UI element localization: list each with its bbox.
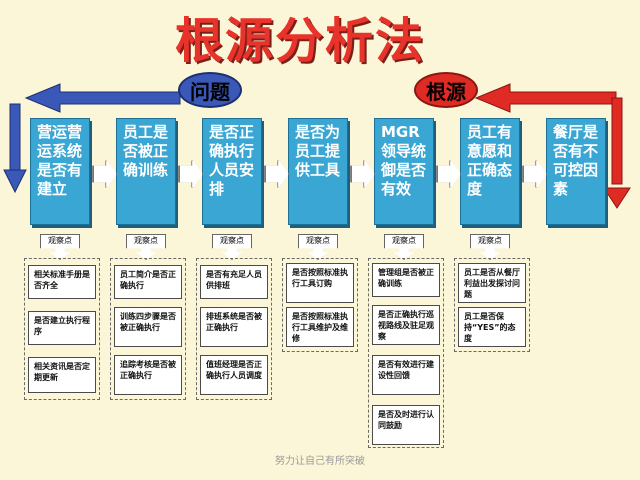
step-6: 员工有意愿和正确态度	[460, 118, 520, 225]
detail-box: 是否按照标准执行工具订购	[286, 263, 354, 303]
detail-box: 相关资讯是否定期更新	[28, 357, 96, 393]
detail-box: 是否及时进行认同鼓励	[372, 405, 440, 445]
step-4: 是否为员工提供工具	[288, 118, 348, 225]
detail-column-4: 是否按照标准执行工具订购 是否按照标准执行工具维护及维修	[282, 258, 358, 352]
detail-box: 是否有充足人员供排班	[200, 265, 268, 299]
detail-box: 排班系统是否被正确执行	[200, 307, 268, 347]
detail-box: 员工简介是否正确执行	[114, 265, 182, 299]
detail-box: 相关标准手册是否齐全	[28, 265, 96, 299]
detail-column-2: 员工简介是否正确执行 训练四步骤是否被正确执行 追踪考核是否被正确执行	[110, 258, 186, 400]
detail-box: 追踪考核是否被正确执行	[114, 355, 182, 395]
problem-down-arrow	[3, 169, 27, 194]
problem-down-bar	[9, 103, 21, 175]
problem-arrow	[24, 83, 181, 113]
detail-box: 训练四步骤是否被正确执行	[114, 307, 182, 347]
step-7: 餐厅是否有不可控因素	[546, 118, 606, 225]
root-arrow	[474, 83, 617, 113]
step-1: 营运营运系统是否有建立	[30, 118, 90, 225]
detail-column-1: 相关标准手册是否齐全 是否建立执行程序 相关资讯是否定期更新	[24, 258, 100, 400]
step-5: MGR领导统御是否有效	[374, 118, 434, 225]
detail-box: 是否有效进行建设性回馈	[372, 355, 440, 395]
footer-caption: 努力让自己有所突破	[275, 456, 365, 467]
detail-box: 是否按照标准执行工具维护及维修	[286, 307, 354, 347]
page-title: 根源分析法	[174, 13, 425, 69]
detail-box: 管理组是否被正确训练	[372, 263, 440, 297]
problem-oval: 问题	[178, 72, 242, 108]
detail-column-3: 是否有充足人员供排班 排班系统是否被正确执行 值班经理是否正确执行人员调度	[196, 258, 272, 400]
detail-box: 值班经理是否正确执行人员调度	[200, 355, 268, 395]
step-3: 是否正确执行人员安排	[202, 118, 262, 225]
root-up-bar	[611, 97, 623, 185]
step-2: 员工是否被正确训练	[116, 118, 176, 225]
detail-box: 员工是否保持“YES”的态度	[458, 307, 526, 347]
root-oval: 根源	[414, 72, 478, 108]
root-up-arrow	[603, 187, 631, 209]
detail-box: 员工是否从餐厅利益出发探讨问题	[458, 263, 526, 303]
detail-column-5: 管理组是否被正确训练 是否正确执行巡视路线及驻足观察 是否有效进行建设性回馈 是…	[368, 258, 444, 448]
detail-column-6: 员工是否从餐厅利益出发探讨问题 员工是否保持“YES”的态度	[454, 258, 530, 352]
detail-box: 是否建立执行程序	[28, 311, 96, 345]
detail-box: 是否正确执行巡视路线及驻足观察	[372, 305, 440, 345]
